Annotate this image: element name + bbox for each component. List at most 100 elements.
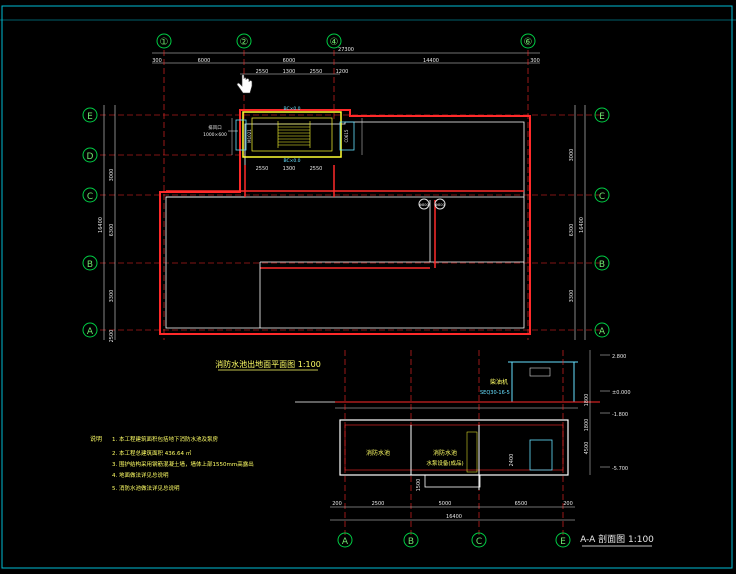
dim-top-total: 27300: [338, 47, 354, 53]
axis-bubble-left-B: B: [82, 255, 98, 271]
opening-2: Φ800: [434, 198, 446, 210]
floor-plan: ① ② ④ ⑥ 27300 300 6000 6000 14400 300 25…: [82, 33, 610, 371]
plan-title: 消防水池出地面平面图 1:100: [215, 359, 321, 369]
dim-bottom-2: 5000: [439, 501, 452, 507]
dim-stair-0: 2550: [256, 69, 269, 75]
pool-3: 水泵设备(成品): [426, 459, 463, 467]
dim-bottom-4: 200: [563, 501, 573, 507]
dim-left-total: 16400: [98, 217, 104, 233]
dim-low: 1500: [416, 479, 422, 492]
notes-block: 说明 1. 本工程建筑面积包括地下消防水池及泵房 2. 本工程总建筑面积 436…: [90, 435, 254, 492]
axis-bubble-left-E: E: [82, 107, 98, 123]
dim-section-right-1: 1800: [584, 419, 590, 432]
drawing-border: [1, 5, 733, 569]
section-room-label: 柴油机: [490, 378, 508, 386]
dim-stair-2: 2550: [310, 69, 323, 75]
note-line-5: 5. 消防水池做法详见总说明: [112, 484, 180, 492]
svg-text:D: D: [87, 152, 94, 162]
svg-text:①: ①: [160, 37, 169, 48]
elev-3: -1.800: [612, 412, 628, 418]
stair-label-bottom: BC×0.0: [283, 158, 300, 164]
dim-under-2: 2550: [310, 166, 323, 172]
dim-top-3: 14400: [423, 58, 439, 64]
svg-text:④: ④: [330, 37, 339, 48]
svg-text:B: B: [599, 260, 605, 270]
opening-1: Φ800: [418, 198, 430, 210]
dim-top-0: 300: [152, 58, 162, 64]
stair-treads: [277, 121, 311, 148]
section-door: [529, 439, 553, 471]
axis-bubble-1: ①: [156, 33, 172, 49]
hand-cursor-icon: [236, 74, 253, 94]
svg-text:E: E: [599, 112, 605, 122]
stair-label-top: BC×0.0: [283, 106, 300, 112]
dim-right-0: 3000: [569, 149, 575, 162]
svg-text:A: A: [599, 327, 606, 337]
elev-2: ±0.000: [612, 390, 631, 396]
dim-section-right-0: 1800: [584, 394, 590, 407]
outer-wall: [159, 109, 531, 335]
dim-left-1: 6300: [109, 224, 115, 237]
svg-text:Φ800: Φ800: [419, 203, 428, 207]
axis-bubble-2: ②: [236, 33, 252, 49]
svg-text:A: A: [342, 537, 349, 547]
dim-top-1: 6000: [198, 58, 211, 64]
dim-right-2: 3300: [569, 290, 575, 303]
door-right: [339, 121, 355, 151]
pool-1: 消防水池: [366, 449, 390, 457]
dim-right-1: 6300: [569, 224, 575, 237]
axis-bubble-right-A: A: [594, 322, 610, 338]
door-label-1: M1021: [247, 129, 252, 143]
svg-text:B: B: [408, 537, 414, 547]
pool-2: 消防水池: [433, 449, 457, 457]
dim-top-4: 300: [530, 58, 540, 64]
axis-bubble-bottom-C: C: [471, 532, 487, 548]
room-label: 排风口: [208, 124, 222, 131]
elev-1: 2.800: [612, 354, 626, 360]
dim-bottom-3: 6500: [515, 501, 528, 507]
dim-left-2: 3300: [109, 290, 115, 303]
section-title: A-A 剖面图 1:100: [580, 533, 654, 545]
note-line-3: 3. 围护结构采用钢筋混凝土墙，墙体上部1550mm高露出: [112, 460, 254, 468]
note-line-4: 4. 地面做法详见总说明: [112, 471, 169, 479]
dim-door: 2400: [509, 454, 515, 467]
door-left: [235, 119, 247, 151]
svg-text:E: E: [560, 537, 566, 547]
axis-bubble-left-C: C: [82, 187, 98, 203]
axis-bubble-left-A: A: [82, 322, 98, 338]
notes-title: 说明: [90, 435, 102, 443]
dim-bottom-1: 2500: [372, 501, 385, 507]
svg-text:C: C: [476, 537, 482, 547]
axis-bubble-right-C: C: [594, 187, 610, 203]
dim-left-0: 3000: [109, 169, 115, 182]
stair-core: [242, 111, 342, 158]
dim-stair-3: 1200: [336, 69, 349, 75]
dim-under-1: 1300: [283, 166, 296, 172]
dim-stair-1: 1300: [283, 69, 296, 75]
svg-text:C: C: [87, 192, 93, 202]
dim-top-2: 6000: [283, 58, 296, 64]
svg-text:A: A: [87, 327, 94, 337]
dim-bottom-total: 16400: [446, 514, 462, 520]
elev-4: -5.700: [612, 466, 628, 472]
svg-text:C: C: [599, 192, 605, 202]
dim-right-total: 16400: [579, 217, 585, 233]
dim-under-0: 2550: [256, 166, 269, 172]
axis-bubble-bottom-B: B: [403, 532, 419, 548]
note-line-2: 2. 本工程总建筑面积 436.64 ㎡: [112, 449, 192, 457]
axis-bubble-right-B: B: [594, 255, 610, 271]
inner-wall-line: [165, 121, 525, 329]
svg-text:B: B: [87, 260, 93, 270]
section-room-code: SEQ30-16-5: [480, 390, 510, 396]
dim-bottom-0: 200: [332, 501, 342, 507]
svg-text:⑥: ⑥: [524, 37, 533, 48]
section-view: 柴油机 SEQ30-16-5 消防水池 消防水池 水泵设备(成品) 2400 1…: [295, 350, 654, 548]
small-label: 1000×600: [203, 132, 227, 138]
axis-bubble-4: ④: [326, 33, 342, 49]
svg-text:Φ800: Φ800: [435, 203, 444, 207]
ladder: [466, 431, 478, 473]
axis-bubble-bottom-E: E: [555, 532, 571, 548]
note-line-1: 1. 本工程建筑面积包括地下消防水池及泵房: [112, 435, 218, 443]
dim-section-right-2: 4500: [584, 442, 590, 455]
